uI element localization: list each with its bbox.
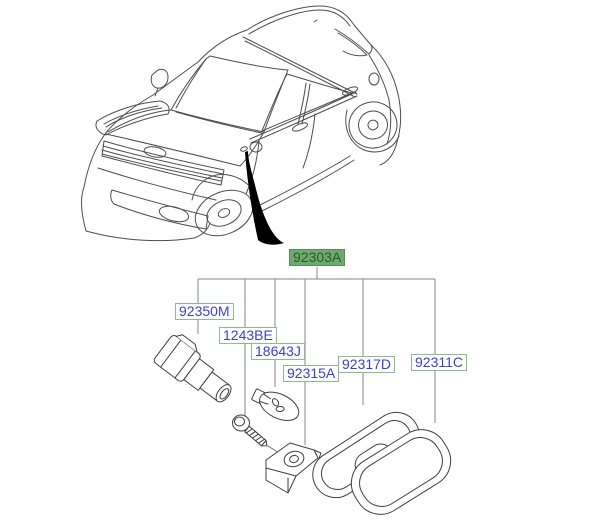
car-illustration bbox=[81, 5, 401, 242]
location-pointer-wedge bbox=[245, 151, 284, 245]
part-label-1243be[interactable]: 1243BE bbox=[219, 327, 277, 344]
bulb-drawing bbox=[251, 388, 300, 421]
assembly-part-label[interactable]: 92303A bbox=[289, 249, 346, 266]
screw-drawing bbox=[232, 414, 288, 459]
part-label-18643j[interactable]: 18643J bbox=[251, 343, 305, 360]
part-label-92350m[interactable]: 92350M bbox=[175, 303, 234, 320]
bulb-socket-drawing bbox=[153, 334, 232, 403]
bracket-drawing bbox=[265, 442, 322, 494]
part-label-92315a[interactable]: 92315A bbox=[283, 365, 340, 382]
exploded-parts bbox=[153, 334, 452, 515]
lamp-assembly-drawing bbox=[350, 429, 452, 515]
part-label-92311c[interactable]: 92311C bbox=[411, 354, 468, 371]
part-label-92317d[interactable]: 92317D bbox=[338, 356, 396, 373]
